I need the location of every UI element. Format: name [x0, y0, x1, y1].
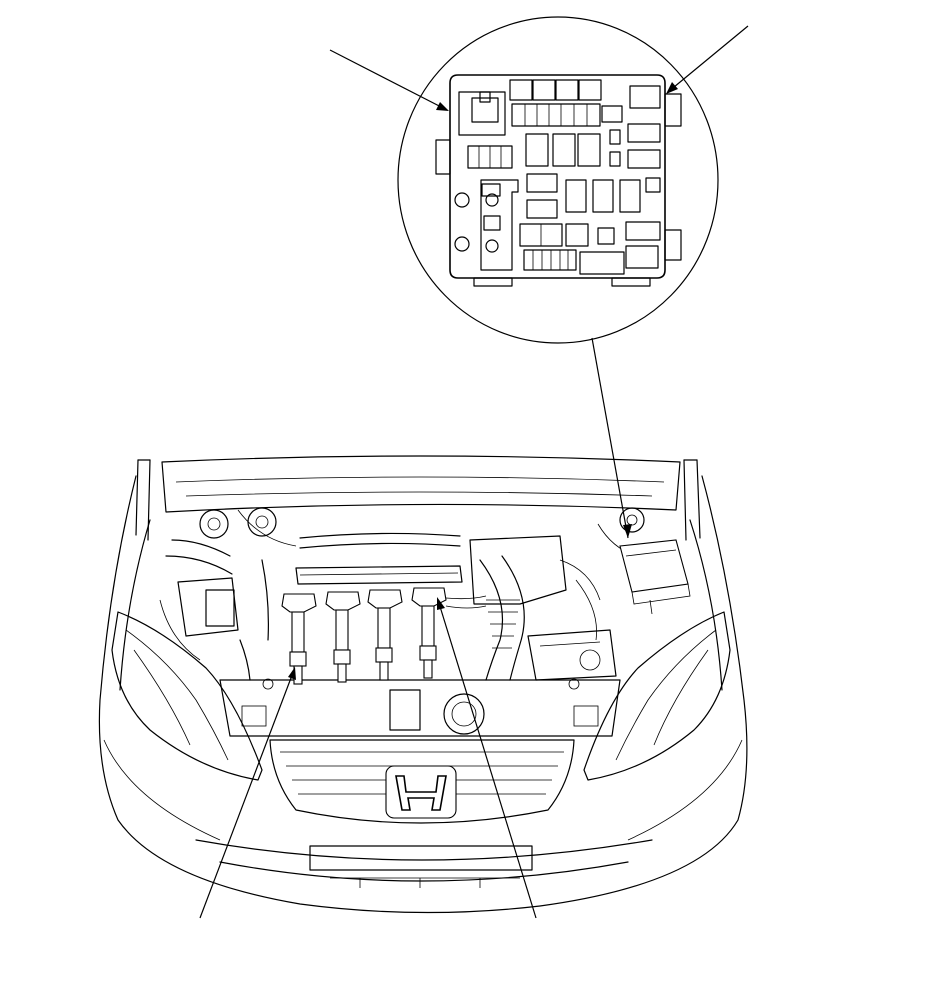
ignition-coil-2 — [325, 591, 361, 683]
front-grille — [269, 739, 575, 824]
ignition-coil-4 — [411, 587, 447, 679]
left-side-components — [165, 539, 269, 681]
fuse-box-outline — [435, 74, 682, 287]
honda-logo-icon — [395, 775, 447, 811]
fuse-row-top — [509, 79, 661, 127]
detail-magnifier-circle — [397, 16, 719, 344]
fuse-row-middle — [467, 123, 661, 169]
headlight-left — [111, 611, 263, 781]
ignition-coil-1 — [281, 593, 317, 685]
callout-connector-a — [329, 49, 449, 111]
body-outline — [98, 475, 748, 914]
battery-area — [527, 629, 617, 681]
callout-spark-plug-4 — [437, 597, 537, 919]
hoses — [159, 559, 601, 661]
fuel-rail — [295, 532, 463, 585]
vehicle-front-view — [98, 455, 748, 914]
ignition-coil-3 — [367, 589, 403, 681]
under-hood-fuse-box — [619, 539, 691, 615]
radiator-support — [219, 678, 621, 737]
fuse-row-lower — [480, 173, 661, 275]
fuse-box-connector-a — [458, 91, 506, 136]
detail-leader-line — [591, 337, 629, 539]
headlight-right — [583, 611, 731, 781]
front-bumper — [195, 839, 653, 888]
fuse-box-detail-view — [397, 16, 719, 344]
air-intake-duct — [469, 535, 567, 681]
strut-tower-left — [199, 507, 297, 547]
callout-connector-b — [666, 25, 749, 94]
radiator-cap-icon — [443, 693, 485, 735]
fuse-box-terminals — [454, 192, 501, 253]
callout-spark-plug-1 — [199, 667, 296, 919]
